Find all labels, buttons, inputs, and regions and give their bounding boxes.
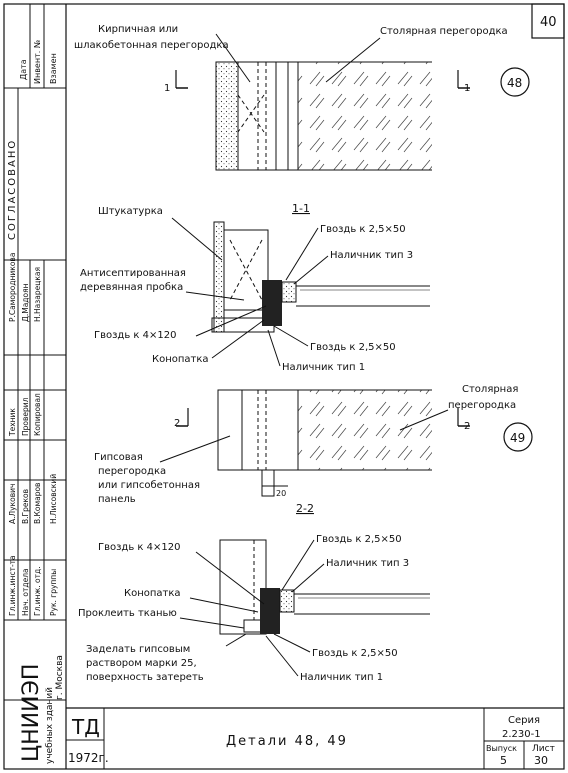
label-gypsum-2: перегородка (98, 466, 166, 477)
label-caulk-2: Конопатка (124, 588, 181, 599)
label-nail-25x50-1: Гвоздь к 2,5×50 (320, 224, 406, 235)
series-value: 2.230-1 (502, 729, 541, 740)
stamp-vzamen: Взамен (49, 53, 58, 84)
year: 1972г. (68, 751, 109, 765)
label-antiseptic: Антисептированная (80, 268, 186, 279)
title-block: ТД 1972г. Детали 48, 49 Серия 2.230-1 Вы… (66, 707, 564, 769)
leader-brick (215, 33, 251, 83)
label-fill-1: Заделать гипсовым (86, 644, 190, 655)
label-nail-25x50-4: Гвоздь к 2,5×50 (312, 648, 398, 659)
issue-label: Выпуск (486, 744, 517, 753)
label-casing1-1: Наличник тип 1 (282, 362, 365, 373)
stamp-soglasovano: СОГЛАСОВАНО (7, 139, 18, 240)
stamp-role-2: Проверил (21, 397, 30, 436)
label-nail-4x120-1: Гвоздь к 4×120 (94, 330, 176, 341)
outer-frame (3, 3, 565, 770)
leader-joinery-top (325, 37, 381, 83)
label-gypsum: Гипсовая (94, 452, 143, 463)
stamp-title-2: Гл.инж. отд. (33, 566, 42, 616)
section-1-1-drawing (211, 221, 430, 333)
section-mark-2-right: 2 (464, 421, 470, 432)
label-casing3-2: Наличник тип 3 (326, 558, 409, 569)
label-caulk-1: Конопатка (152, 354, 209, 365)
detail-48-number: 48 (507, 76, 522, 90)
sheet-number-box (531, 3, 565, 39)
detail-49-number: 49 (510, 431, 525, 445)
stamp-city: г. Москва (55, 655, 65, 700)
label-glue-fabric: Проклеить тканью (78, 608, 177, 619)
issue-value: 5 (500, 754, 507, 767)
label-brick-wall: Кирпичная или (98, 24, 178, 35)
label-nail-4x120-2: Гвоздь к 4×120 (98, 542, 180, 553)
sheet-title: Детали 48, 49 (226, 734, 348, 749)
label-joinery-mid-2: перегородка (448, 400, 516, 411)
label-gypsum-3: или гипсобетонная (98, 480, 200, 491)
stamp-name-mid-3: В.Греков (21, 489, 30, 524)
section-mark-1-right: 1 (464, 83, 470, 94)
label-antiseptic-2: деревянная пробка (80, 282, 183, 293)
section-2-2-title: 2-2 (296, 502, 314, 515)
stamp-title-4: Гл.инж.инст-та (8, 555, 17, 616)
stamp-title-1: Рук. группы (49, 569, 58, 616)
detail-48-plan (215, 61, 432, 171)
stamp-name-mid-2: В.Комаров (33, 483, 42, 524)
stamp-org: ЦНИИЭП (19, 664, 44, 762)
stamp-name-1: Н.Назарецкая (33, 267, 42, 322)
detail-48-bubble (500, 67, 530, 97)
detail-49-plan (217, 389, 432, 497)
section-1-1-title: 1-1 (292, 202, 310, 215)
label-gypsum-4: панель (98, 494, 136, 505)
stamp-org-sub: учебных зданий (45, 687, 55, 764)
label-fill-3: поверхность затереть (86, 672, 204, 683)
stamp-title-3: Нач. отдела (21, 568, 30, 616)
dim-20: 20 (276, 489, 286, 498)
stamp-name-mid-4: А.Лукович (8, 484, 17, 524)
sheet-value: 30 (534, 754, 548, 767)
label-joinery-mid: Столярная (462, 384, 518, 395)
label-fill-2: раствором марки 25, (86, 658, 197, 669)
section-2-2-drawing (219, 539, 430, 635)
stamp-name-3: Р.Самородникова (8, 253, 17, 322)
stamp-name-2: Д.Мадоян (21, 283, 30, 322)
stamp-role-3: Копировал (33, 393, 42, 436)
label-nail-25x50-3: Гвоздь к 2,5×50 (316, 534, 402, 545)
stamp-role-1: Техник (8, 408, 17, 437)
label-casing1-2: Наличник тип 1 (300, 672, 383, 683)
stamp-inv: Инвент. № (33, 39, 42, 84)
section-mark-2-left: 2 (174, 418, 180, 429)
series-label: Серия (508, 715, 540, 726)
stamp-date: Дата (19, 59, 28, 80)
label-nail-25x50-2: Гвоздь к 2,5×50 (310, 342, 396, 353)
sheet-number: 40 (540, 15, 557, 30)
sheet-label: Лист (532, 744, 555, 754)
side-stamp: Дата Инвент. № Взамен СОГЛАСОВАНО Н.Наза… (4, 4, 66, 764)
td-mark: ТД (71, 715, 100, 739)
detail-49-bubble (503, 422, 533, 452)
stamp-name-mid-1: Н.Лисовский (49, 474, 58, 524)
label-brick-wall-2: шлакобетонная перегородка (74, 40, 229, 51)
label-casing3-1: Наличник тип 3 (330, 250, 413, 261)
label-joinery-top: Столярная перегородка (380, 26, 508, 37)
section-mark-1-left: 1 (164, 83, 170, 94)
label-plaster: Штукатурка (98, 206, 163, 217)
